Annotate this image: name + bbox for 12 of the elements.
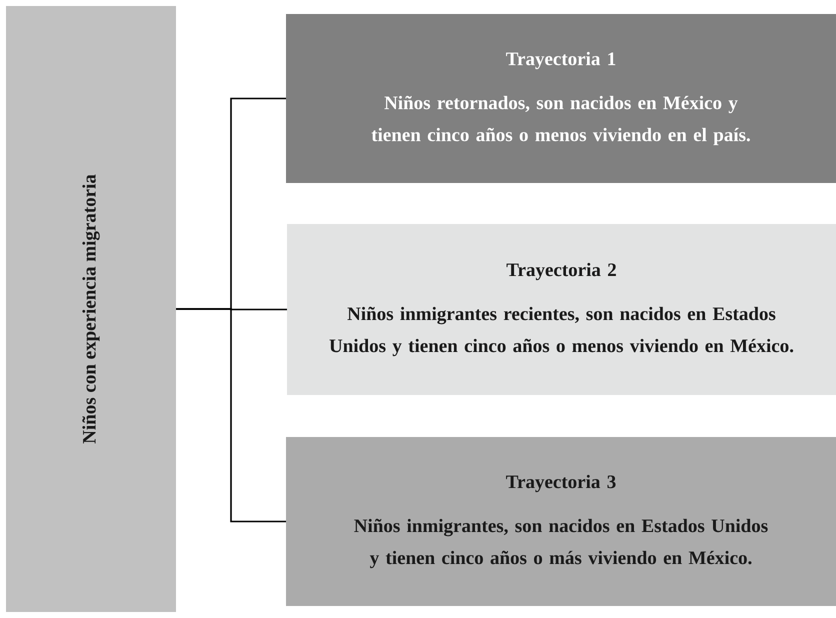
box-heading: Trayectoria 1 (506, 52, 616, 70)
box-heading: Trayectoria 3 (506, 474, 616, 492)
box-text: Niños inmigrantes recientes, son nacidos en Estados Unidos y tienen cinco años o menos viviendo en México. (329, 306, 794, 356)
category-box (6, 6, 176, 612)
process-box (286, 437, 836, 606)
box-text: Niños inmigrantes, son nacidos en Estados Unidos y tienen cinco años o más viviendo en México. (354, 518, 768, 568)
box-text: Niños retornados, son nacidos en México y tienen cinco años o menos viviendo en el país. (372, 96, 750, 146)
process-box (286, 14, 836, 183)
process-box (287, 224, 836, 395)
box-heading: Trayectoria 2 (506, 262, 616, 280)
box-label: Niños con experiencia migratoria (82, 174, 100, 444)
connector-line (176, 308, 286, 522)
